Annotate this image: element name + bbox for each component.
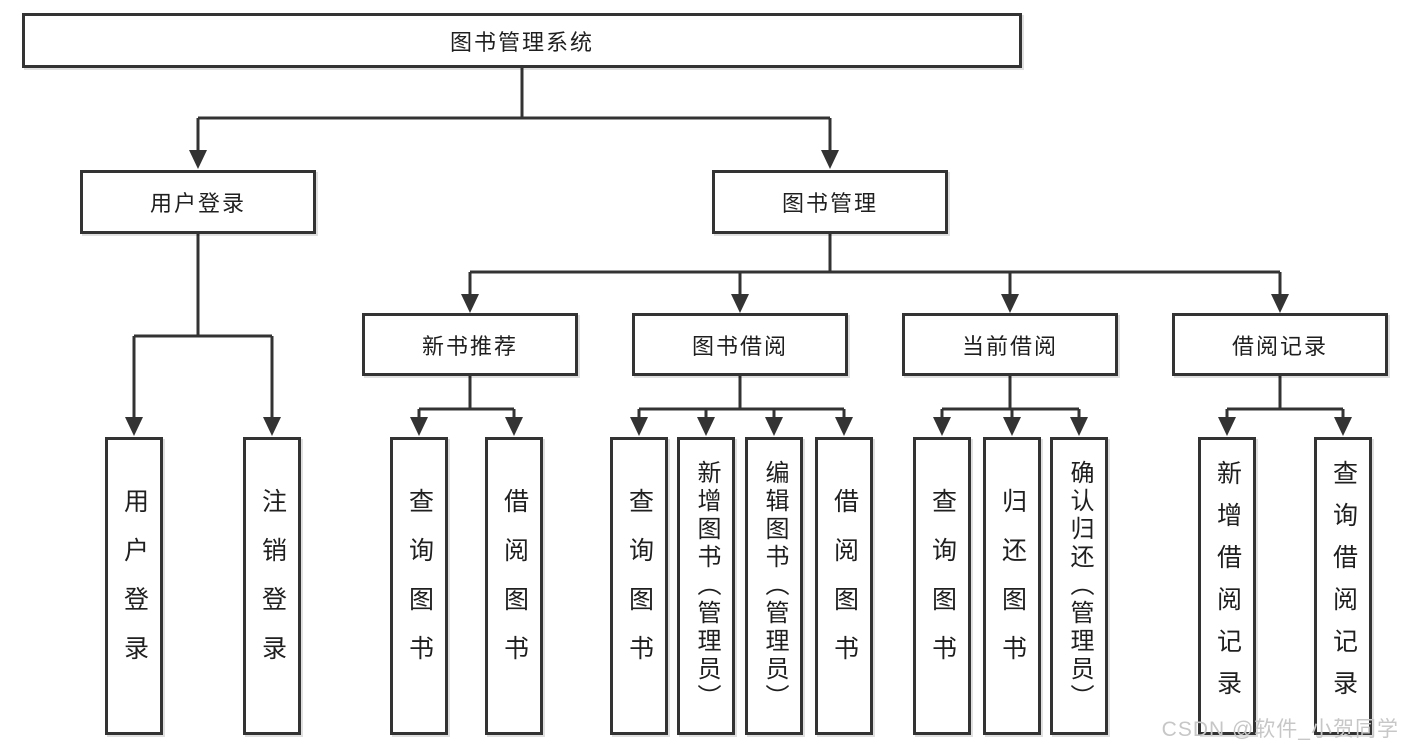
node-borrow-records-label: 借阅记录: [1231, 333, 1328, 359]
arrowhead-icon: [189, 150, 207, 169]
leaf-borrow-query-book: 查询图书: [610, 437, 668, 735]
arrowhead-icon: [263, 417, 281, 436]
leaf-borrow-book-label: 借阅图书: [830, 488, 859, 684]
node-root: 图书管理系统: [22, 13, 1022, 68]
node-user-login: 用户登录: [80, 170, 316, 234]
watermark: CSDN @软件_小贺同学: [1161, 718, 1399, 741]
leaf-recommend-borrow-book-label: 借阅图书: [500, 488, 529, 684]
connector-user-login-children: [132, 234, 274, 418]
leaf-recommend-query-book-label: 查询图书: [405, 488, 434, 684]
leaf-logout-label: 注销登录: [258, 488, 287, 684]
connector-book-management-children: [468, 234, 1282, 295]
node-user-login-label: 用户登录: [149, 191, 246, 216]
connector-new-book-recommend-children: [417, 376, 516, 419]
leaf-add-book-admin: 新增图书（管理员）: [677, 437, 735, 735]
leaf-recommend-borrow-book: 借阅图书: [485, 437, 543, 735]
leaf-logout: 注销登录: [243, 437, 301, 735]
node-book-management: 图书管理: [712, 170, 948, 234]
leaf-borrow-query-book-label: 查询图书: [625, 488, 654, 684]
arrowhead-icon: [1218, 417, 1236, 436]
leaf-confirm-return-admin: 确认归还（管理员）: [1050, 437, 1108, 735]
arrowhead-icon: [765, 417, 783, 436]
arrowhead-icon: [125, 417, 143, 436]
arrowhead-icon: [505, 417, 523, 436]
connector-book-borrow-children: [637, 376, 846, 419]
arrowhead-icon: [821, 150, 839, 169]
leaf-confirm-return-admin-label: 确认归还（管理员）: [1066, 460, 1093, 712]
leaf-edit-book-admin-label: 编辑图书（管理员）: [761, 460, 788, 712]
leaf-query-borrow-record-label: 查询借阅记录: [1329, 460, 1358, 712]
arrowhead-icon: [461, 294, 479, 313]
node-book-borrow-label: 图书借阅: [691, 333, 788, 359]
arrowhead-icon: [1001, 294, 1019, 313]
leaf-return-book: 归还图书: [983, 437, 1041, 735]
arrowhead-icon: [835, 417, 853, 436]
node-new-book-recommend: 新书推荐: [362, 313, 578, 376]
leaf-user-login-label: 用户登录: [120, 488, 149, 684]
arrowhead-icon: [933, 417, 951, 436]
connector-current-borrow-children: [940, 376, 1081, 419]
leaf-edit-book-admin: 编辑图书（管理员）: [745, 437, 803, 735]
leaf-recommend-query-book: 查询图书: [390, 437, 448, 735]
arrowhead-icon: [731, 294, 749, 313]
leaf-add-book-admin-label: 新增图书（管理员）: [693, 460, 720, 712]
node-current-borrow-label: 当前借阅: [961, 333, 1058, 359]
leaf-add-borrow-record-label: 新增借阅记录: [1213, 460, 1242, 712]
leaf-add-borrow-record: 新增借阅记录: [1198, 437, 1256, 735]
connector-borrow-records-children: [1225, 376, 1345, 419]
arrowhead-icon: [410, 417, 428, 436]
arrowhead-icon: [1271, 294, 1289, 313]
leaf-user-login: 用户登录: [105, 437, 163, 735]
node-current-borrow: 当前借阅: [902, 313, 1118, 376]
leaf-query-borrow-record: 查询借阅记录: [1314, 437, 1372, 735]
arrowhead-icon: [1003, 417, 1021, 436]
node-root-label: 图书管理系统: [449, 29, 594, 55]
arrowhead-icon: [1334, 417, 1352, 436]
arrowhead-icon: [697, 417, 715, 436]
arrowhead-icon: [630, 417, 648, 436]
leaf-current-query-book-label: 查询图书: [928, 488, 957, 684]
leaf-borrow-book: 借阅图书: [815, 437, 873, 735]
node-book-borrow: 图书借阅: [632, 313, 848, 376]
node-book-management-label: 图书管理: [781, 191, 878, 216]
node-borrow-records: 借阅记录: [1172, 313, 1388, 376]
node-new-book-recommend-label: 新书推荐: [421, 333, 518, 359]
connector-root-to-level2: [196, 68, 832, 151]
arrowhead-icon: [1070, 417, 1088, 436]
leaf-current-query-book: 查询图书: [913, 437, 971, 735]
leaf-return-book-label: 归还图书: [998, 488, 1027, 684]
